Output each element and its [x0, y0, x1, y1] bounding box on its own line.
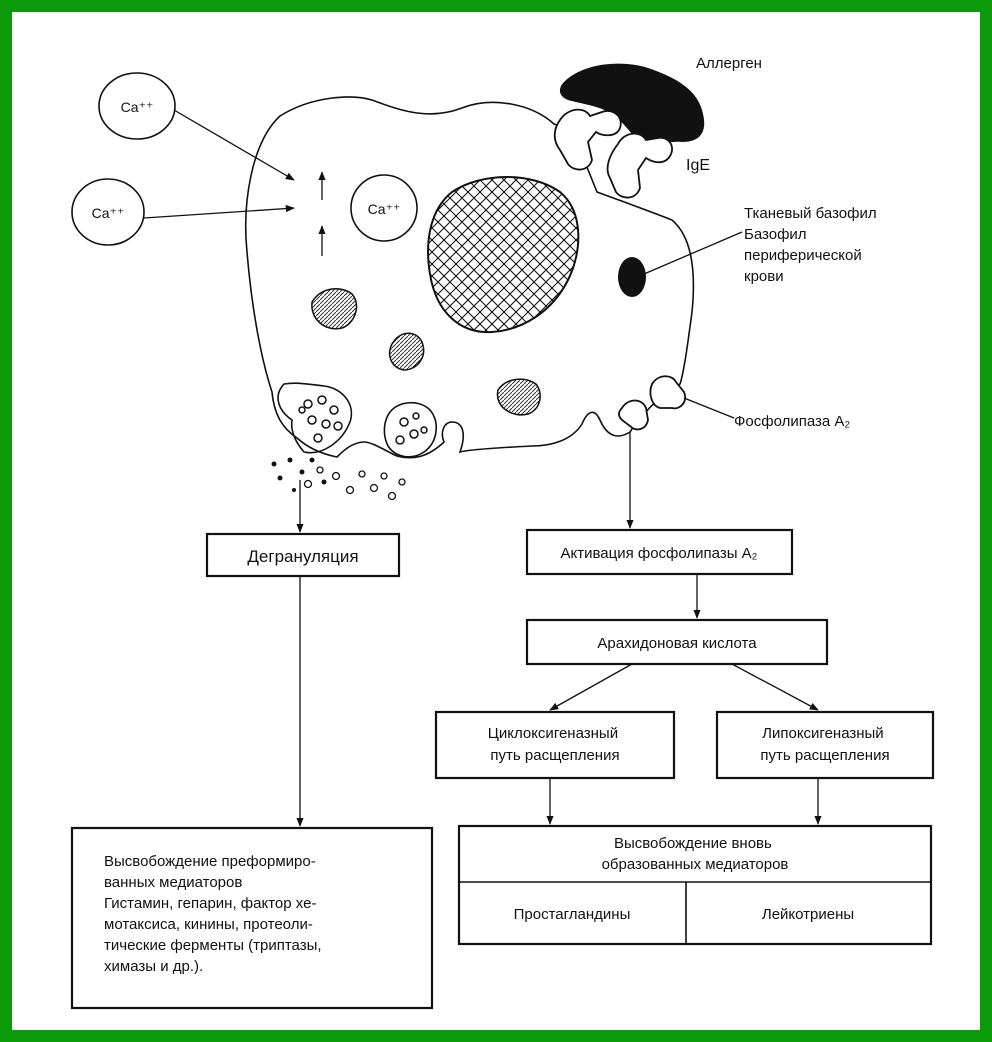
- preformed-line-6: химазы и др.).: [104, 958, 203, 975]
- ige-receptor-1: [553, 108, 622, 171]
- preformed-line-1: Высвобождение преформиро-: [104, 853, 316, 870]
- basophil-label-line-3: периферической: [744, 247, 862, 264]
- preformed-line-4: мотаксиса, кинины, протеоли-: [104, 916, 313, 933]
- preformed-mediators-label: Высвобождение преформиро- ванных медиато…: [104, 853, 326, 975]
- basophil-label: Тканевый базофил Базофил периферической …: [744, 205, 881, 285]
- phospholipase-receptor-2: [618, 399, 649, 431]
- intracellular-calcium-label: Ca⁺⁺: [368, 201, 401, 217]
- prostaglandins-label: Простагландины: [514, 906, 631, 923]
- lipoxygenase-box: [715, 710, 935, 780]
- phospholipase-pointer: [683, 397, 735, 419]
- new-mediators-label-line-2: образованных медиаторов: [602, 856, 789, 873]
- basophil-pointer: [643, 231, 743, 275]
- arachidonic-label: Арахидоновая кислота: [597, 635, 757, 652]
- allergen-shape: [559, 63, 705, 147]
- preformed-mediators-box: [70, 826, 434, 1010]
- lipoxygenase-label: Липоксигеназный путь расщепления: [760, 725, 889, 764]
- granule-1: [311, 288, 358, 330]
- mast-cell-diagram: Ca⁺⁺: [70, 55, 935, 1010]
- ige-receptor-2: [606, 132, 673, 199]
- arrow-to-cyclo: [549, 663, 633, 711]
- calcium-arrow-2: [143, 204, 295, 219]
- cell: Ca⁺⁺: [244, 96, 695, 501]
- lipoxygenase-label-line-2: путь расщепления: [760, 747, 889, 764]
- degranulation-box: [205, 532, 401, 578]
- phospholipase-receptor: [649, 375, 686, 410]
- basophil-label-line-2: Базофил: [744, 226, 807, 243]
- vesicle-2-granules: [395, 412, 428, 445]
- ige-label: IgE: [686, 157, 710, 174]
- diagram-frame: Ca⁺⁺: [12, 12, 980, 1030]
- degranulation-label: Дегрануляция: [247, 547, 358, 566]
- extracellular-calcium-2: Ca⁺⁺: [71, 178, 145, 246]
- released-granules: [271, 457, 406, 501]
- allergen-label: Аллерген: [696, 55, 762, 72]
- basophil-label-line-4: крови: [744, 268, 784, 285]
- nucleus: [427, 176, 580, 334]
- new-mediators-label-line-1: Высвобождение вновь: [614, 835, 772, 852]
- lipoxygenase-label-line-1: Липоксигеназный: [762, 725, 884, 742]
- preformed-line-5: тические ферменты (триптазы,: [104, 937, 322, 954]
- activation-label: Активация фосфолипазы A₂: [560, 545, 757, 562]
- preformed-line-2: ванных медиаторов: [104, 874, 242, 891]
- vesicle-2: [383, 401, 437, 458]
- activation-box: [525, 528, 794, 576]
- calcium-arrow-1: [173, 109, 295, 181]
- arachidonic-box: [525, 618, 829, 666]
- extracellular-calcium-1: Ca⁺⁺: [98, 72, 176, 140]
- preformed-line-3: Гистамин, гепарин, фактор хе-: [104, 895, 316, 912]
- cyclooxygenase-label: Циклоксигеназный путь расщепления: [488, 725, 623, 764]
- cyclooxygenase-box: [434, 710, 676, 780]
- cyclooxygenase-label-line-1: Циклоксигеназный: [488, 725, 618, 742]
- granule-2: [388, 332, 425, 371]
- arrow-to-lipo: [731, 663, 819, 711]
- cyclooxygenase-label-line-2: путь расщепления: [490, 747, 619, 764]
- granule-3: [496, 378, 541, 416]
- basophil-label-line-1: Тканевый базофил: [744, 205, 877, 222]
- extracellular-calcium-label-2: Ca⁺⁺: [92, 205, 125, 221]
- vesicle-1-granules: [298, 395, 343, 443]
- new-mediators-label: Высвобождение вновь образованных медиато…: [602, 835, 789, 873]
- vesicle-1: [277, 382, 353, 454]
- new-mediators-box: [457, 824, 933, 946]
- basophil-granule: [618, 257, 646, 297]
- extracellular-calcium-label-1: Ca⁺⁺: [121, 99, 154, 115]
- intracellular-calcium: [350, 174, 418, 242]
- leukotrienes-label: Лейкотриены: [762, 906, 854, 923]
- phospholipase-label: Фосфолипаза A₂: [734, 413, 850, 430]
